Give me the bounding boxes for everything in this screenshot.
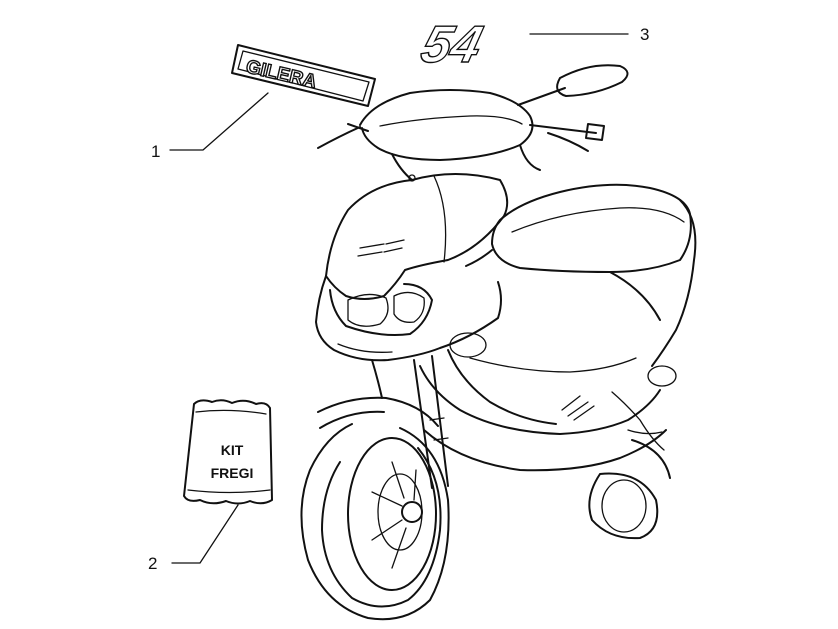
kit-label-line2: FREGI (211, 465, 254, 481)
callout-number: 1 (151, 142, 160, 161)
callout-2: 2 (148, 504, 239, 573)
callout-number: 2 (148, 554, 157, 573)
callout-number: 3 (640, 25, 649, 44)
callout-1: 1 (151, 92, 269, 161)
model-54-decal: 54 (415, 15, 489, 75)
model-54-decal-text: 54 (416, 16, 488, 74)
gilera-decal: GILERA (231, 44, 376, 107)
kit-fregi-package: KIT FREGI (183, 399, 273, 505)
callout-3: 3 (529, 25, 649, 44)
scooter-illustration (300, 64, 697, 621)
kit-label-line1: KIT (221, 442, 244, 458)
